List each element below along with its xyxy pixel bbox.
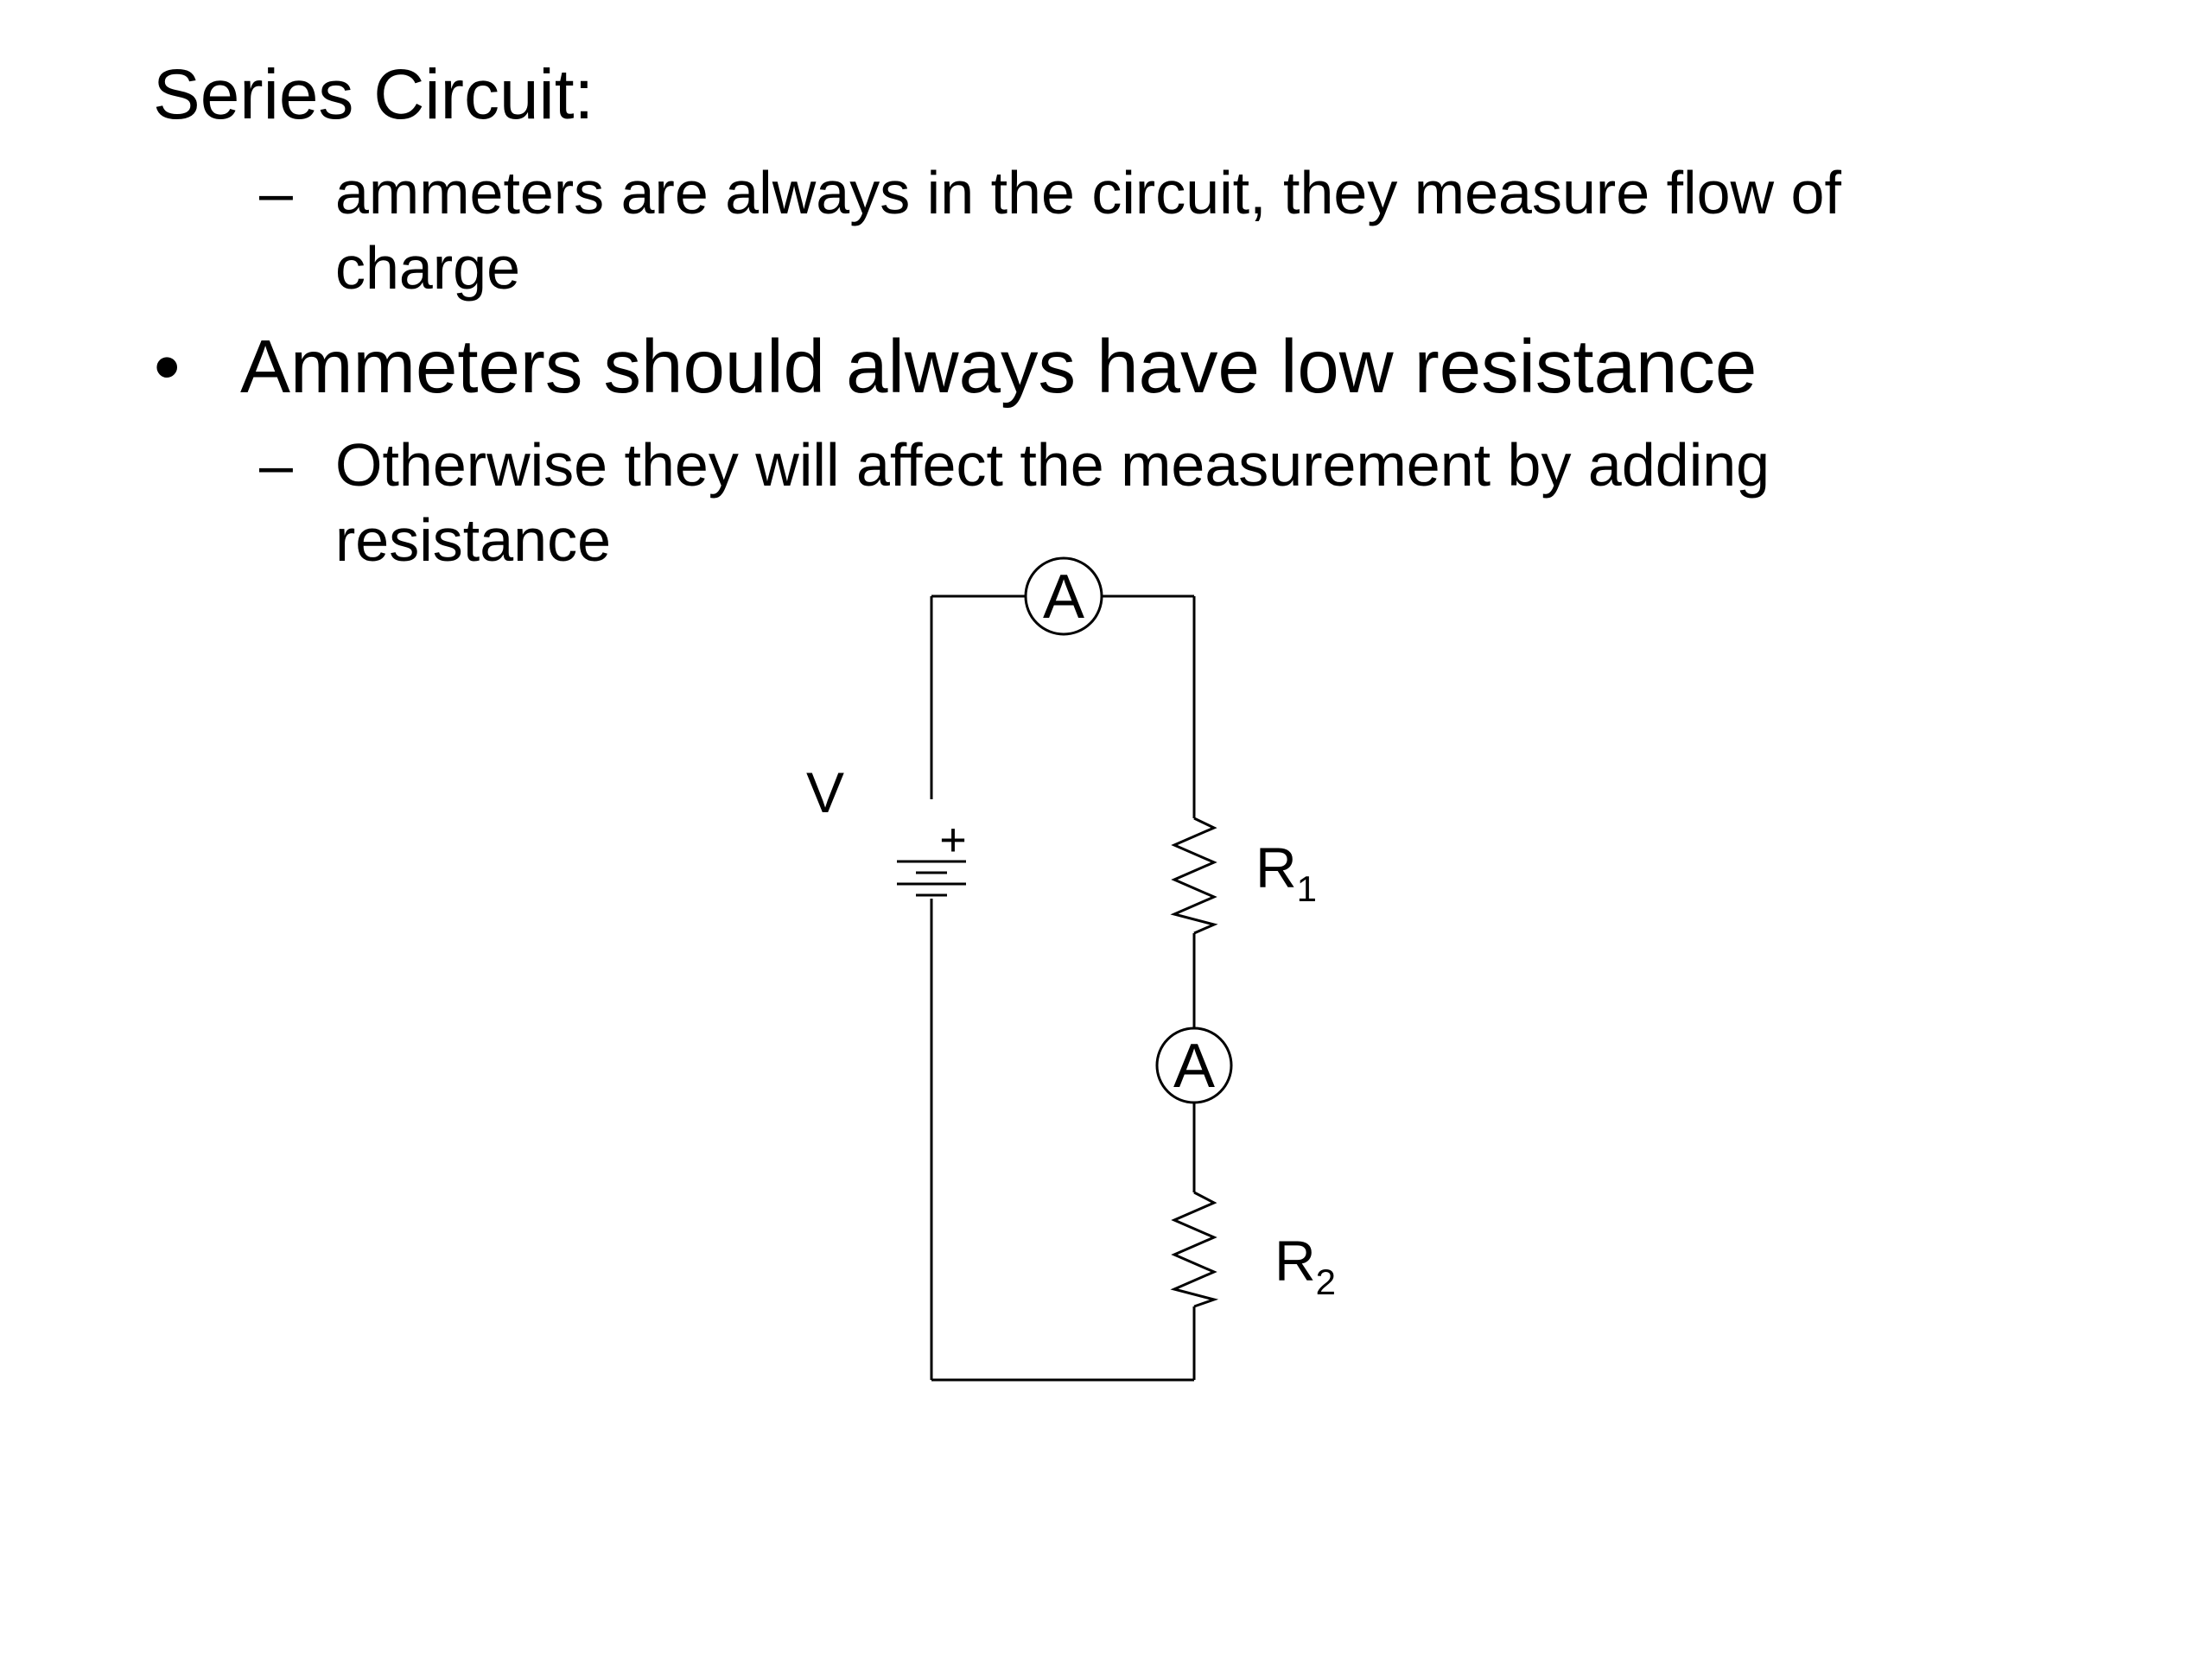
voltage-source-label: V <box>806 760 844 824</box>
ammeter-top-label: A <box>1043 563 1084 632</box>
bullet-item-low-resistance: • Ammeters should always have low resist… <box>154 324 2055 410</box>
sub-item-text: Otherwise they will affect the measureme… <box>335 431 1770 574</box>
resistor-r2-label: R2 <box>1274 1229 1336 1302</box>
bullet-dot: • <box>154 325 181 409</box>
bullet-text: Ammeters should always have low resistan… <box>240 325 1758 409</box>
ammeter-middle-label: A <box>1173 1032 1215 1101</box>
slide-text: Series Circuit: – ammeters are always in… <box>0 0 2212 605</box>
ammeter-top-circle <box>1024 556 1103 636</box>
resistor-r1-letter: R <box>1255 836 1297 899</box>
resistor-r2-zigzag <box>1170 1191 1219 1308</box>
dash-marker: – <box>259 159 293 226</box>
ammeter-top: A <box>1024 556 1103 636</box>
ammeter-middle-circle <box>1155 1027 1233 1104</box>
battery-plus-sign: + <box>939 814 967 866</box>
resistor-r1-zigzag <box>1170 817 1218 935</box>
dash-marker: – <box>259 431 293 499</box>
resistor-r2-subscript: 2 <box>1316 1262 1336 1302</box>
sub-item-ammeters-in-circuit: – ammeters are always in the circuit, th… <box>259 156 1970 306</box>
resistor-r1-label: R1 <box>1255 836 1317 909</box>
resistor-r1-subscript: 1 <box>1297 868 1317 909</box>
resistor-r2-letter: R <box>1274 1229 1316 1293</box>
sub-item-text: ammeters are always in the circuit, they… <box>335 159 1841 302</box>
ammeter-middle: A <box>1155 1027 1233 1104</box>
sub-item-affect-measurement: – Otherwise they will affect the measure… <box>259 428 1970 578</box>
battery-symbol <box>897 860 966 897</box>
slide-heading: Series Circuit: <box>153 55 594 134</box>
circuit-wires <box>930 594 1196 1382</box>
